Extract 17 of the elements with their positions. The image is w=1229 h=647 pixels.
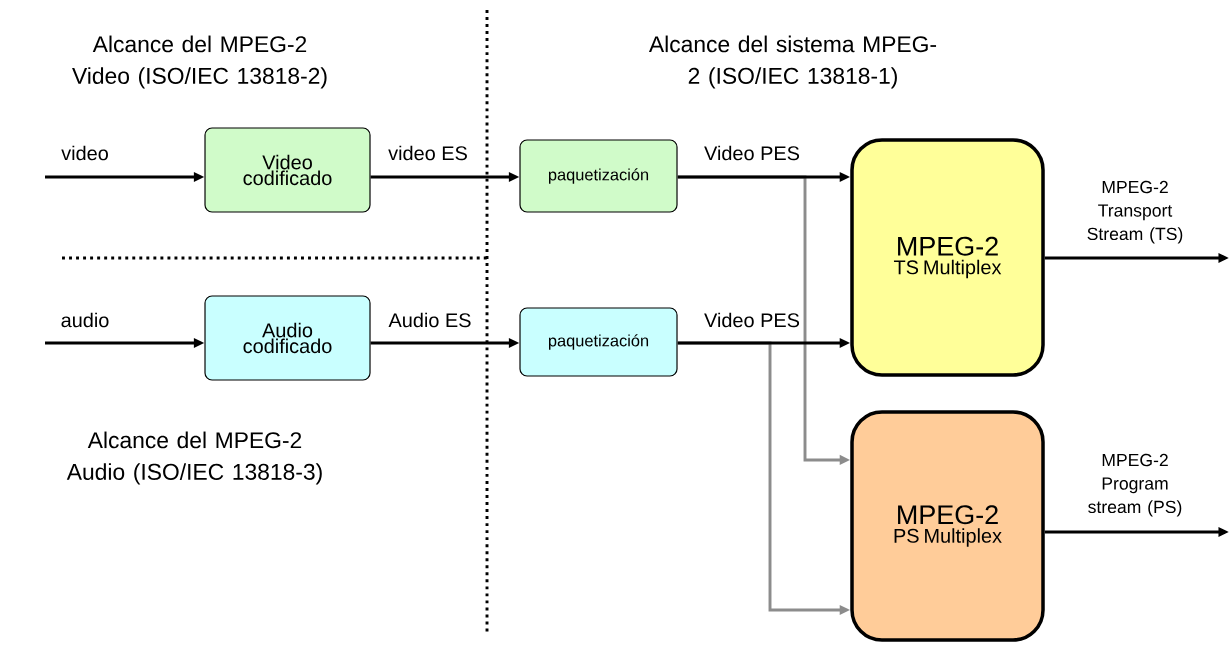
process-box: paquetización (519, 139, 678, 213)
edge-label: Video PES (702, 144, 802, 162)
edge-label: video ES (387, 144, 470, 162)
edge-label: video (60, 144, 110, 162)
edge-label: Video PES (702, 311, 802, 329)
encoder-box: Audio codificado (204, 295, 371, 381)
scope-title: Alcance del MPEG-2 Video (ISO/IEC 13818-2) (72, 35, 327, 89)
process-box: paquetización (519, 307, 678, 377)
edge-label: Audio ES (387, 311, 473, 329)
scope-title: Alcance del sistema MPEG-2 (ISO/IEC 13818-1) (648, 35, 937, 89)
edge-label: MPEG-2 Program stream (PS) (1083, 452, 1187, 518)
edge-label: MPEG-2 Transport Stream (TS) (1083, 179, 1187, 245)
scope-title: Alcance del MPEG-2 Audio (ISO/IEC 13818-3) (66, 431, 322, 485)
multiplexer-box: MPEG-2 PS Multiplex (850, 410, 1045, 642)
edge-label: audio (59, 311, 111, 329)
encoder-box: Video codificado (204, 127, 371, 213)
multiplexer-box: MPEG-2 TS Multiplex (850, 138, 1045, 377)
